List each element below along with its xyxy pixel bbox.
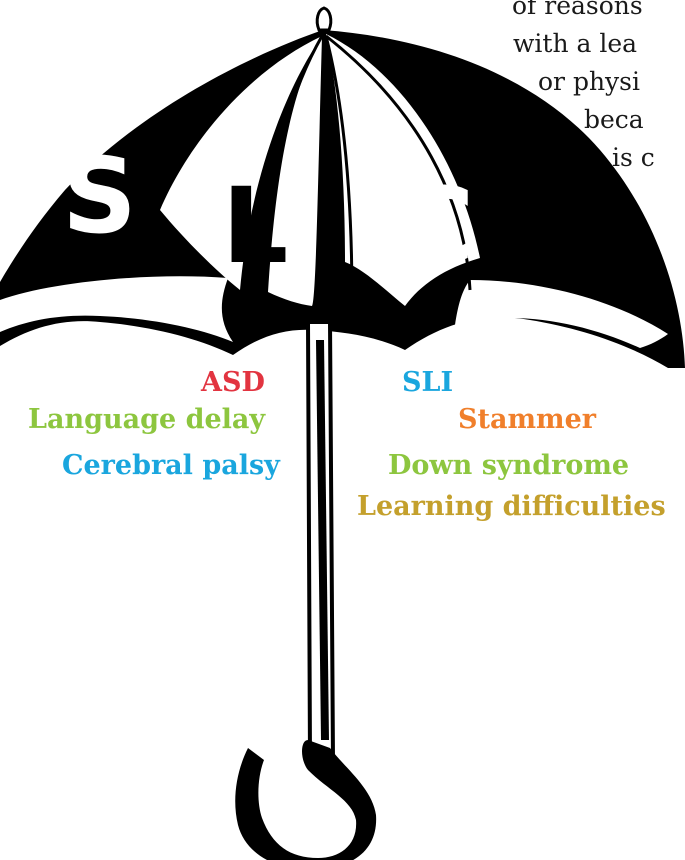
body-text-line-3: or physi [538, 67, 641, 96]
condition-label-sli: SLI [402, 367, 454, 398]
canopy-letter-s: S [62, 135, 137, 257]
condition-label-cerebral-palsy: Cerebral palsy [62, 450, 280, 481]
umbrella-panel-white-4 [455, 280, 668, 348]
condition-label-stammer: Stammer [458, 404, 597, 435]
condition-label-learning-difficulties: Learning difficulties [357, 491, 666, 522]
canopy-letter-c: C [398, 165, 474, 287]
umbrella-panel-white-3 [326, 34, 480, 306]
canopy-letter-n: N [518, 171, 605, 293]
umbrella-panel-white-1 [0, 276, 233, 342]
body-text-line-4: beca [584, 105, 644, 134]
umbrella-panel-white-2b [160, 36, 322, 290]
body-text-line-1: of reasons [512, 0, 643, 20]
umbrella-handle [235, 740, 377, 860]
body-text-line-5: is c [612, 143, 655, 172]
umbrella-finial [315, 6, 333, 32]
umbrella-panel-white-2 [268, 36, 322, 306]
body-text-line-2: with a lea [513, 29, 638, 58]
condition-label-asd: ASD [201, 367, 265, 398]
condition-label-down-syndrome: Down syndrome [388, 450, 630, 481]
condition-label-language-delay: Language delay [28, 404, 266, 435]
canopy-letter-l: L [222, 165, 288, 287]
